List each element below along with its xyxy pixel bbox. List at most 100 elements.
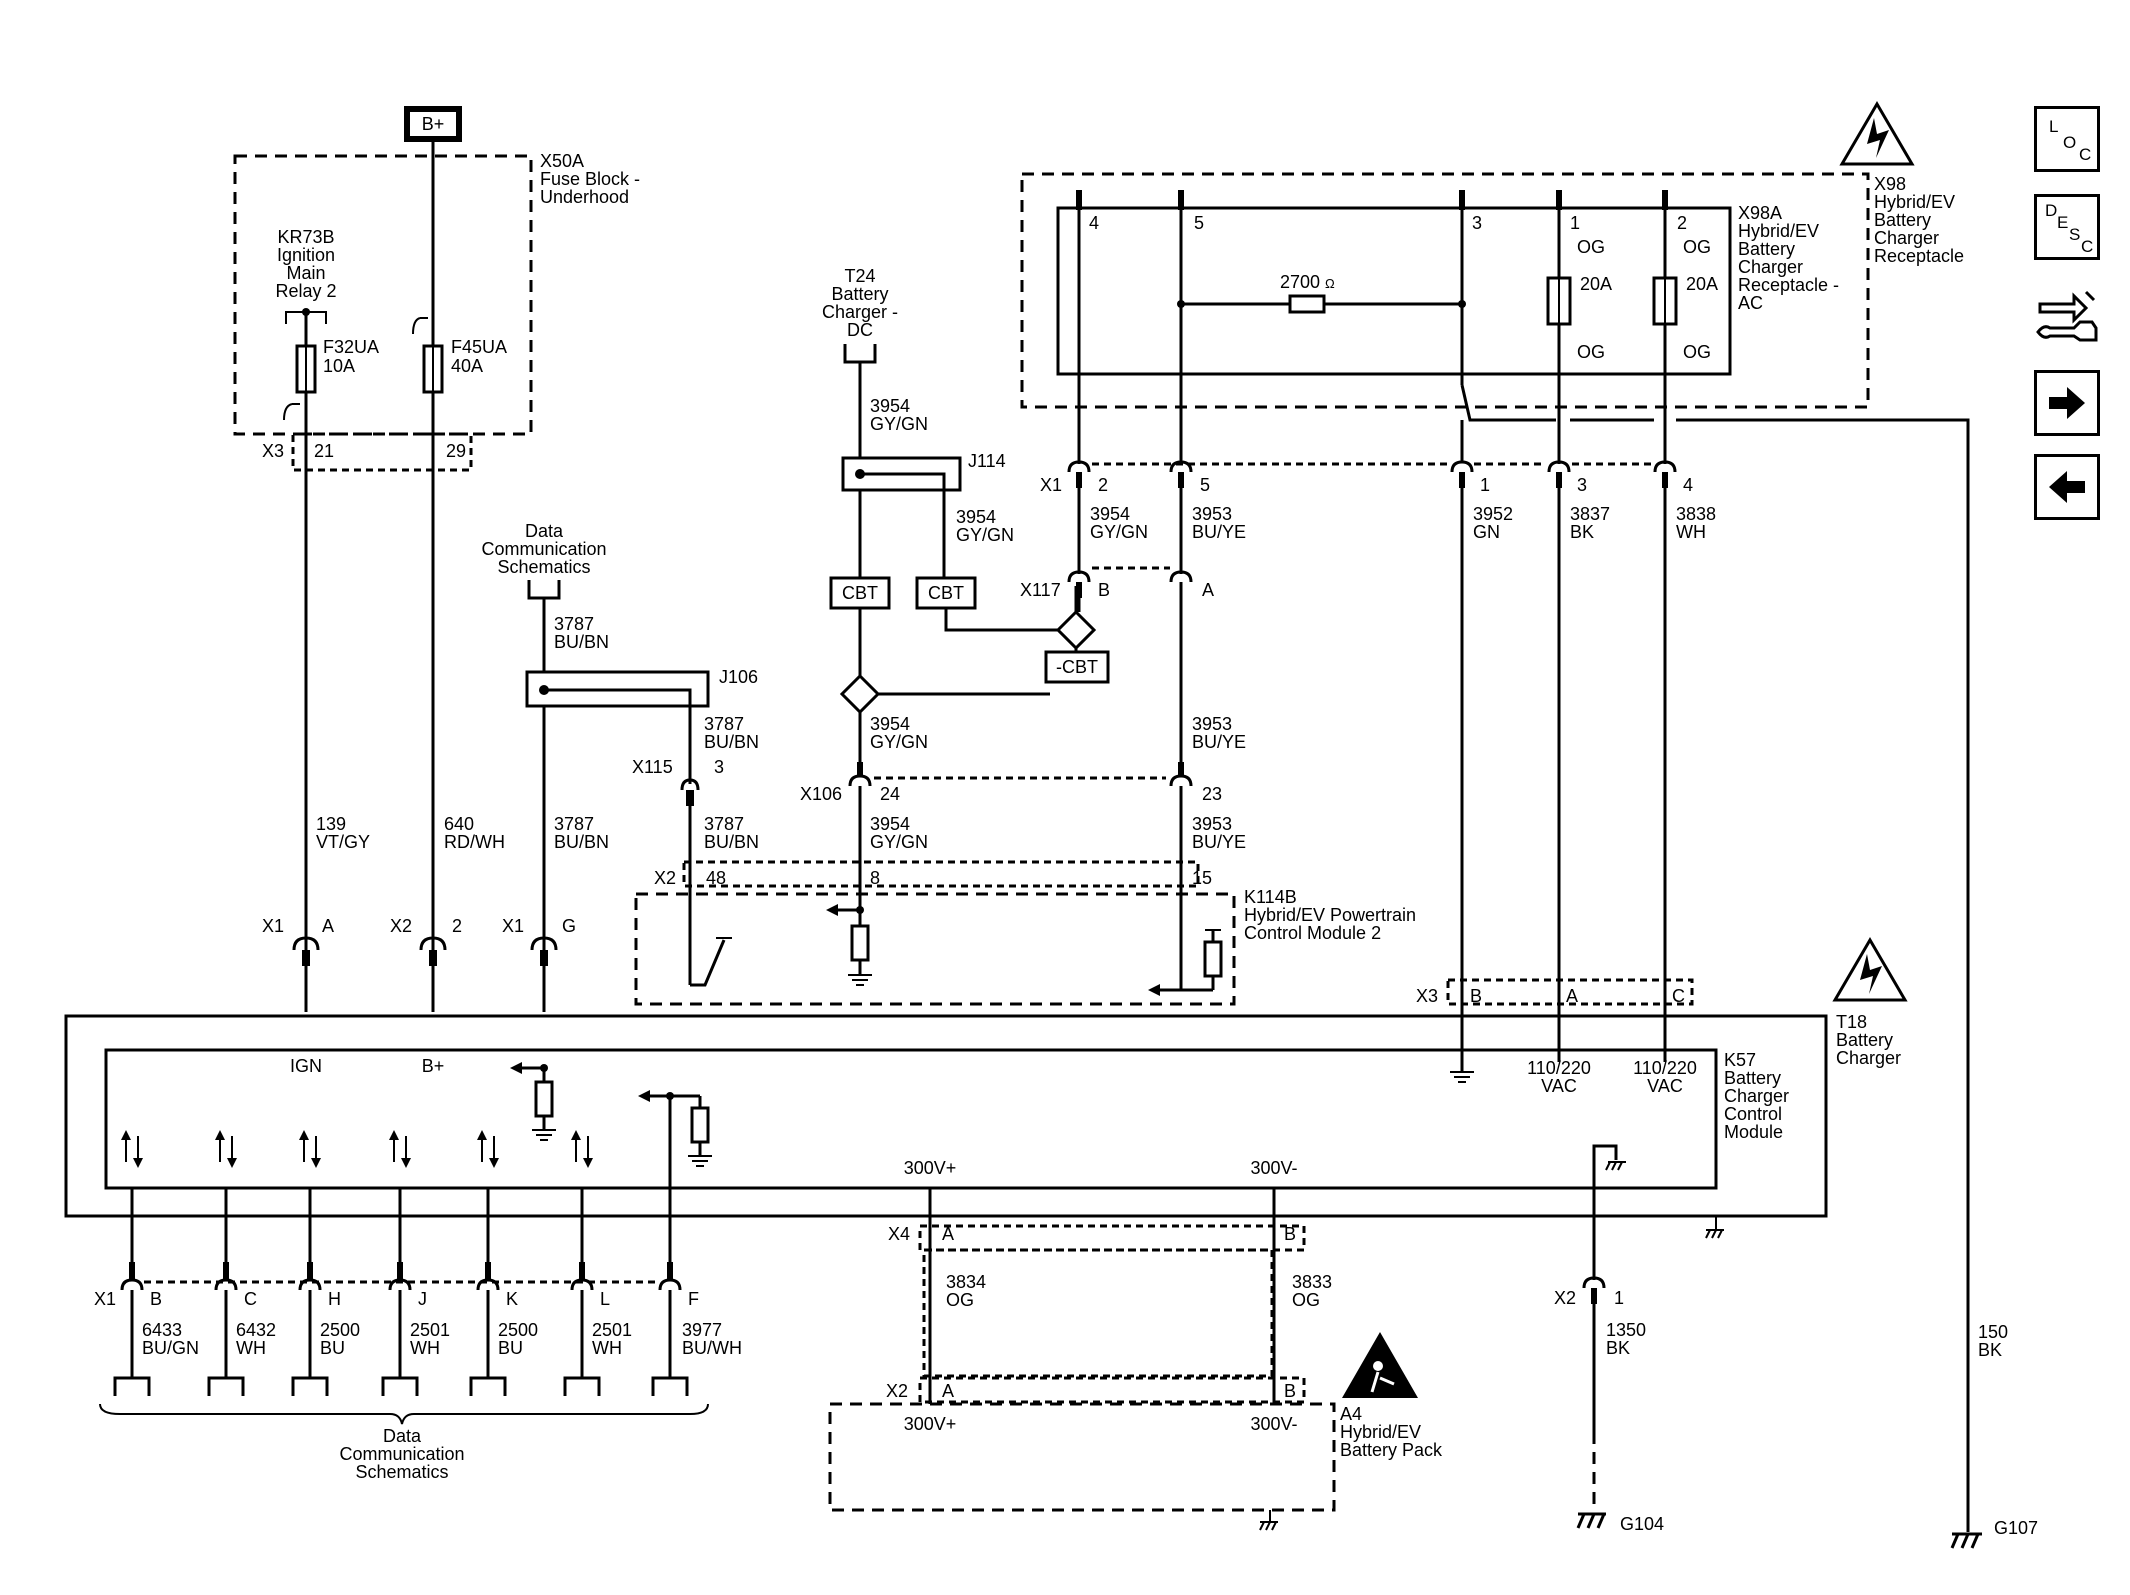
svg-text:3954: 3954 — [956, 507, 996, 527]
data-comm-bottom-label: Data Communication Schematics — [339, 1426, 464, 1482]
module-resistor-3977 — [690, 1106, 710, 1144]
svg-text:Ignition: Ignition — [277, 245, 335, 265]
svg-text:KR73B: KR73B — [277, 227, 334, 247]
wire-139-label: 139 VT/GY — [316, 814, 370, 852]
svg-text:WH: WH — [592, 1338, 622, 1358]
svg-text:24: 24 — [880, 784, 900, 804]
svg-text:Battery: Battery — [1874, 210, 1931, 230]
charger-receptacle-ac-label: X98A Hybrid/EV Battery Charger Receptacl… — [1738, 203, 1839, 313]
svg-text:2: 2 — [1098, 475, 1108, 495]
svg-text:10A: 10A — [323, 356, 355, 376]
svg-text:29: 29 — [446, 441, 466, 461]
next-page-button[interactable] — [2034, 370, 2100, 436]
svg-text:Control Module 2: Control Module 2 — [1244, 923, 1381, 943]
svg-text:BU/YE: BU/YE — [1192, 522, 1246, 542]
svg-text:3: 3 — [1472, 213, 1482, 233]
svg-text:48: 48 — [706, 868, 726, 888]
ground-g107-label: G107 — [1994, 1518, 2038, 1538]
hv-pos-label: 300V+ — [904, 1158, 957, 1178]
svg-text:3954: 3954 — [870, 714, 910, 734]
fuse-block-label: X50A Fuse Block - Underhood — [540, 151, 640, 207]
svg-text:23: 23 — [1202, 784, 1222, 804]
pcm-switch-symbol — [690, 939, 726, 987]
svg-text:F45UA: F45UA — [451, 337, 507, 357]
svg-text:Receptacle -: Receptacle - — [1738, 275, 1839, 295]
svg-text:Charger: Charger — [1724, 1086, 1789, 1106]
svg-text:2501: 2501 — [410, 1320, 450, 1340]
charger-receptacle-ac-box — [1056, 206, 1732, 376]
svg-text:X3: X3 — [1416, 986, 1438, 1006]
pack-hv-pos-label: 300V+ — [904, 1414, 957, 1434]
svg-text:3953: 3953 — [1192, 504, 1232, 524]
connector-x3-charger-label: X3 B A C — [1416, 986, 1685, 1006]
battery-pack-outline — [828, 1402, 1336, 1512]
svg-text:F32UA: F32UA — [323, 337, 379, 357]
svg-text:2501: 2501 — [592, 1320, 632, 1340]
svg-text:H: H — [328, 1289, 341, 1309]
wire-3954-x1-label: 3954 GY/GN — [1090, 504, 1148, 542]
connector-x1-bottom-pins — [120, 1262, 682, 1291]
resistor-2700-label: 2700 Ω — [1280, 272, 1335, 292]
svg-text:X106: X106 — [800, 784, 842, 804]
svg-text:OG: OG — [946, 1290, 974, 1310]
location-button[interactable]: L O C — [2034, 106, 2100, 172]
svg-text:BU: BU — [320, 1338, 345, 1358]
svg-text:3: 3 — [714, 757, 724, 777]
svg-text:BK: BK — [1978, 1340, 2002, 1360]
svg-text:21: 21 — [314, 441, 334, 461]
svg-text:BU/BN: BU/BN — [704, 732, 759, 752]
svg-text:X1: X1 — [502, 916, 524, 936]
svg-text:3834: 3834 — [946, 1272, 986, 1292]
svg-text:GY/GN: GY/GN — [956, 525, 1014, 545]
data-comm-top-label: Data Communication Schematics — [481, 521, 606, 577]
wire-3954-j114-label: 3954 GY/GN — [956, 507, 1014, 545]
svg-text:Communication: Communication — [481, 539, 606, 559]
connector-tools-icon[interactable] — [2034, 284, 2100, 350]
wire-150-bk — [1570, 418, 1970, 1532]
svg-text:-CBT: -CBT — [1056, 657, 1098, 677]
hv-cable-shield — [922, 1248, 1274, 1378]
hv-neg-label: 300V- — [1250, 1158, 1297, 1178]
svg-text:Schematics: Schematics — [355, 1462, 448, 1482]
pcm-ground-icon — [848, 974, 872, 986]
svg-text:L: L — [600, 1289, 610, 1309]
charger-control-module-label: K57 Battery Charger Control Module — [1724, 1050, 1789, 1142]
svg-text:X2: X2 — [654, 868, 676, 888]
wire-3787-j106-label: 3787 BU/BN — [704, 714, 759, 752]
svg-text:CBT: CBT — [842, 583, 878, 603]
charger-receptacle-label: X98 Hybrid/EV Battery Charger Receptacle — [1874, 174, 1964, 266]
connector-module-top-labels: X1 A X2 2 X1 G — [262, 916, 576, 936]
wire-3787-x115-label: 3787 BU/BN — [704, 814, 759, 852]
svg-text:K114B: K114B — [1244, 887, 1297, 907]
svg-text:AC: AC — [1738, 293, 1763, 313]
svg-text:OG: OG — [1683, 342, 1711, 362]
svg-text:BU/BN: BU/BN — [554, 832, 609, 852]
connector-x117-label: X117 B A — [1020, 580, 1214, 600]
svg-text:B: B — [1098, 580, 1110, 600]
battery-pack-label: A4 Hybrid/EV Battery Pack — [1340, 1404, 1443, 1460]
previous-page-button[interactable] — [2034, 454, 2100, 520]
bidirectional-arrows — [121, 1130, 593, 1168]
svg-text:1: 1 — [1614, 1288, 1624, 1308]
svg-text:A: A — [942, 1224, 954, 1244]
arrow-right-icon — [2049, 387, 2085, 419]
svg-text:BU/GN: BU/GN — [142, 1338, 199, 1358]
battery-charger-dc-connector — [843, 344, 877, 364]
svg-text:Hybrid/EV Powertrain: Hybrid/EV Powertrain — [1244, 905, 1416, 925]
description-button[interactable]: D E S C — [2034, 194, 2100, 260]
svg-text:K57: K57 — [1724, 1050, 1756, 1070]
svg-text:VAC: VAC — [1647, 1076, 1683, 1096]
svg-text:Hybrid/EV: Hybrid/EV — [1738, 221, 1819, 241]
svg-text:K: K — [506, 1289, 518, 1309]
connector-x4-label: X4 A B — [888, 1224, 1296, 1244]
wire-150-label: 150 BK — [1978, 1322, 2008, 1360]
wire-640-label: 640 RD/WH — [444, 814, 505, 852]
svg-text:X2: X2 — [1554, 1288, 1576, 1308]
svg-text:BU/YE: BU/YE — [1192, 832, 1246, 852]
svg-text:Underhood: Underhood — [540, 187, 629, 207]
svg-text:X2: X2 — [390, 916, 412, 936]
svg-text:Schematics: Schematics — [497, 557, 590, 577]
pcm-resistor-left — [850, 924, 870, 962]
svg-text:B+: B+ — [422, 114, 445, 134]
connector-x4-outline — [918, 1224, 1306, 1252]
